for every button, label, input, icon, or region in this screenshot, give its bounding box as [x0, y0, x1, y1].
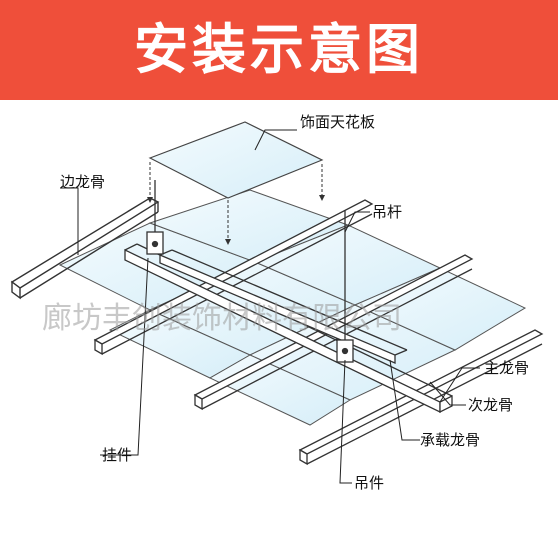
label-hanger-rod: 吊杆: [372, 203, 402, 221]
label-ceiling-panel: 饰面天花板: [300, 113, 375, 131]
label-secondary-keel: 次龙骨: [468, 396, 513, 414]
floating-ceiling-panel: [148, 121, 324, 199]
bearing-keel: [159, 249, 408, 364]
edge-keel: [10, 197, 160, 300]
installation-diagram: 饰面天花板 边龙骨 吊杆 主龙骨 次龙骨 承载龙骨 挂件 吊件 廊坊丰创装饰材料…: [10, 113, 544, 492]
label-main-keel: 主龙骨: [484, 359, 529, 377]
label-bearing-keel: 承载龙骨: [420, 431, 480, 449]
label-hanger-piece: 吊件: [354, 474, 384, 492]
watermark: 廊坊丰创装饰材料有限公司: [42, 301, 402, 336]
secondary-keels: [93, 199, 544, 466]
leader-lines: [60, 129, 480, 484]
title-banner: [0, 0, 558, 100]
drop-arrows: [147, 162, 325, 245]
page-title: 安装示意图: [134, 18, 424, 81]
grid-cell: [353, 267, 527, 351]
label-hook-piece: 挂件: [102, 446, 132, 464]
label-edge-keel: 边龙骨: [60, 173, 105, 191]
